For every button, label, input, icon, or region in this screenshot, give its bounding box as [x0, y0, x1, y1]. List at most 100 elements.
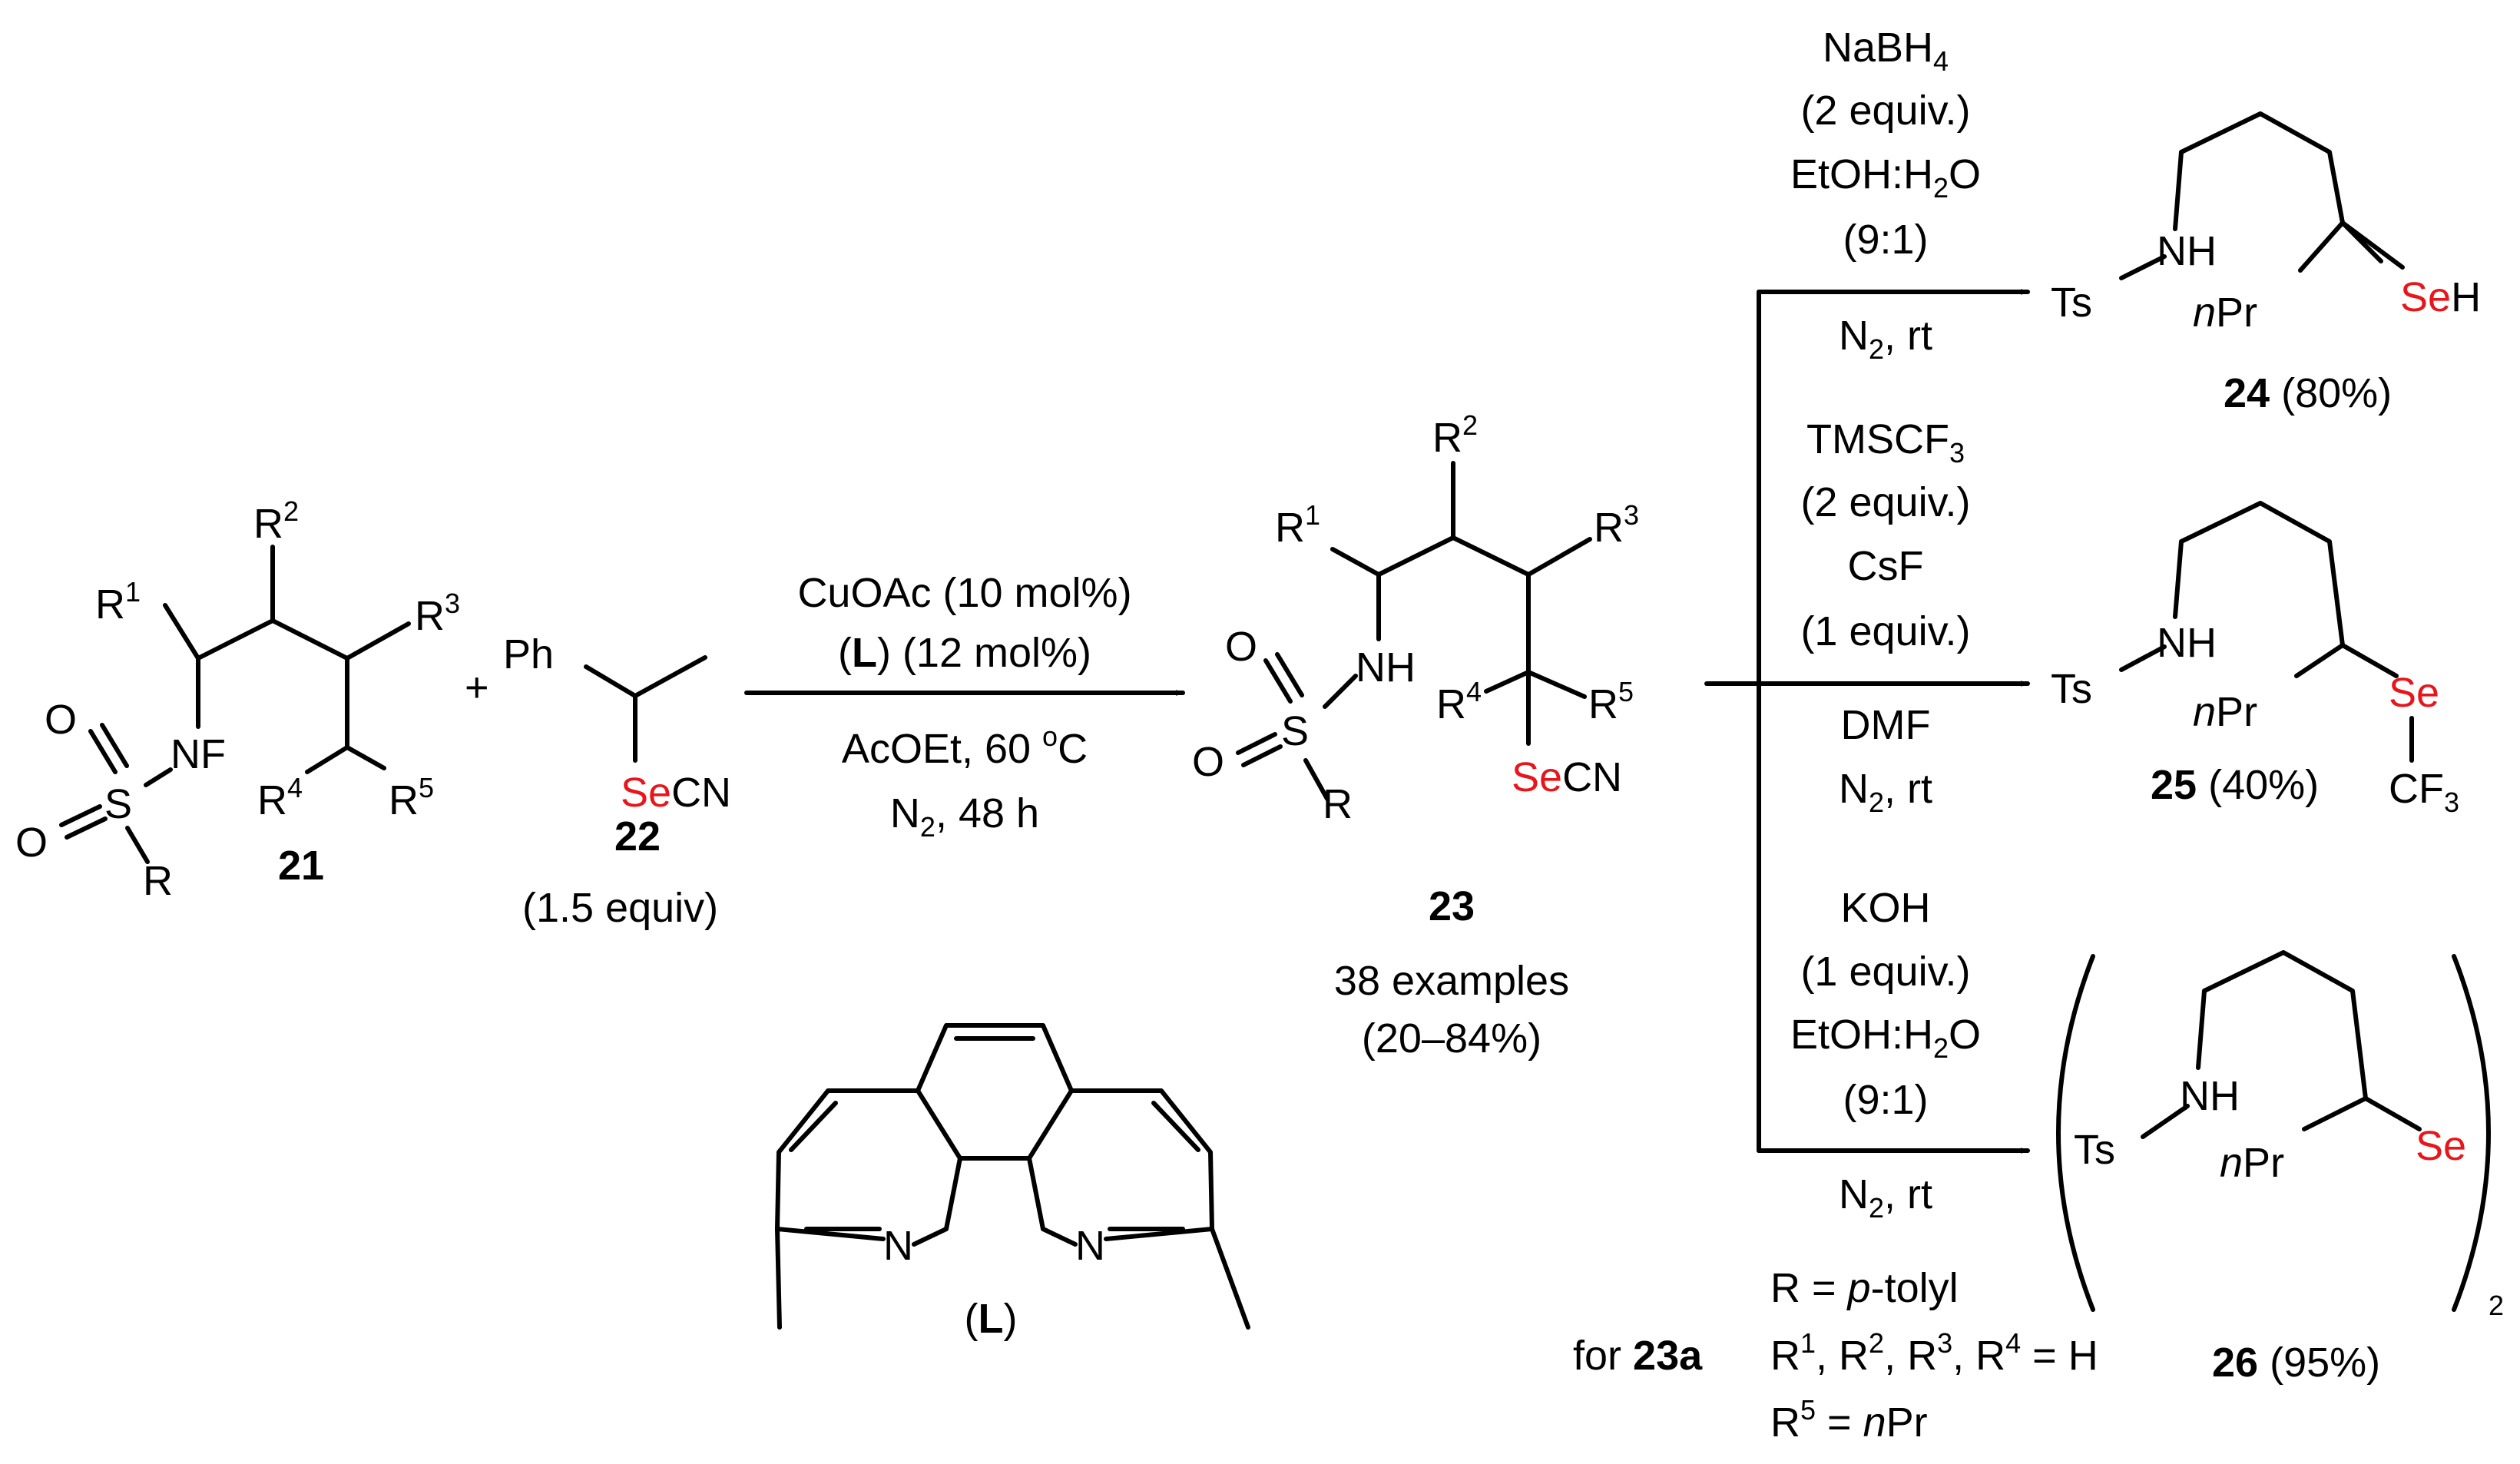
compound-25-c-se-bond	[2340, 643, 2399, 678]
compound-21-so-left-double	[59, 804, 108, 840]
compound-23-sr-bond	[1303, 758, 1330, 801]
compound-23-examples: 38 examples	[1334, 958, 1569, 1004]
compound-26-se: Se	[2416, 1123, 2466, 1169]
compound-21-ns-bond	[144, 767, 173, 787]
compound-25-skeleton	[2173, 501, 2345, 678]
conditions-26-equiv: (1 equiv.)	[1800, 949, 1970, 995]
compound-21-r5: R5	[389, 772, 434, 823]
compound-22-secn: SeCN	[621, 770, 731, 816]
conditions-25-solvent: DMF	[1841, 702, 1931, 748]
compound-23-r4-bond	[1484, 670, 1531, 694]
compound-26-dimer-subscript: 2	[2489, 1290, 2504, 1321]
compound-24-ts-n-bond	[2119, 254, 2167, 280]
conditions-25-additive: CsF	[1848, 543, 1924, 589]
compound-21-label: 21	[278, 843, 324, 889]
ligand-L-skeleton	[775, 1023, 1214, 1231]
conditions-25-atmosphere: N2, rt	[1839, 766, 1932, 818]
compound-24-label: 24 (80%)	[2224, 370, 2392, 416]
compound-23-r5-bond	[1526, 670, 1587, 699]
compound-21-so-top-double	[88, 723, 129, 774]
plus-sign: +	[465, 664, 489, 710]
compound-26-npr: nPr	[2220, 1140, 2284, 1186]
ligand-L-double-bonds	[789, 1036, 1200, 1231]
compound-21-r4: R4	[257, 772, 303, 823]
compound-21-o-top: O	[45, 697, 77, 743]
compound-21-nf: NF	[171, 731, 226, 777]
conditions-26-reagent: KOH	[1840, 885, 1930, 931]
compound-23-r: R	[1323, 781, 1353, 827]
compound-21-s: S	[104, 781, 132, 827]
conditions-26-ratio: (9:1)	[1843, 1077, 1928, 1123]
conditions-1-catalyst: CuOAc (10 mol%)	[797, 570, 1131, 616]
conditions-26-solvent: EtOH:H2O	[1790, 1012, 1981, 1064]
conditions-25-equiv: (2 equiv.)	[1800, 479, 1970, 525]
ligand-L-n-left: N	[883, 1223, 913, 1269]
compound-24-npr: nPr	[2193, 290, 2257, 336]
compound-26-nh: NH	[2180, 1073, 2240, 1119]
compound-22: Ph SeCN 22 (1.5 equiv)	[503, 631, 731, 931]
compound-26-ts: Ts	[2074, 1127, 2115, 1173]
compound-25-ts-n-bond	[2119, 644, 2167, 672]
compound-25-nh: NH	[2157, 620, 2217, 666]
conditions-1-atmosphere-time: N2, 48 h	[890, 790, 1039, 843]
compound-22-label: 22	[614, 813, 661, 860]
compound-23-r2: R2	[1432, 409, 1478, 461]
conditions-24-atmosphere: N2, rt	[1839, 313, 1932, 365]
conditions-24-equiv: (2 equiv.)	[1800, 88, 1970, 134]
compound-25-cf3: CF3	[2389, 766, 2459, 818]
footnote-r5: R5 = nPr	[1770, 1394, 1928, 1446]
compound-23-r1: R1	[1275, 499, 1320, 551]
ligand-L-label: (L)	[965, 1296, 1018, 1342]
compound-23-r3: R3	[1594, 499, 1639, 551]
ligand-L-inner-rings	[916, 1088, 1074, 1231]
compound-24-c-se-bond	[2340, 220, 2405, 270]
compound-26-c-se-bond	[2363, 1096, 2422, 1131]
compound-25: Ts NH nPr Se CF3 25 (40%)	[2051, 501, 2459, 818]
compound-23-o-left: O	[1192, 739, 1224, 785]
compound-24-nh: NH	[2157, 228, 2217, 274]
compound-21-r2: R2	[253, 495, 299, 547]
compound-23-yield-range: (20–84%)	[1362, 1015, 1541, 1062]
compound-25-se: Se	[2389, 670, 2439, 716]
compound-23-ns-bond	[1323, 674, 1358, 709]
compound-26-bracket-right	[2452, 954, 2491, 1312]
compound-24-seh: SeH	[2400, 274, 2481, 320]
compound-23-label: 23	[1429, 883, 1475, 929]
conditions-24-ratio: (9:1)	[1843, 217, 1928, 263]
compound-24: Ts NH nPr SeH 24 (80%)	[2051, 111, 2481, 416]
footnote-r1-r4: R1, R2, R3, R4 = H	[1770, 1327, 2098, 1379]
compound-23-r5: R5	[1588, 676, 1634, 727]
compound-21-skeleton	[163, 603, 386, 770]
footnote-for-23a: for 23a	[1573, 1333, 1703, 1379]
compound-26-skeleton	[2196, 950, 2368, 1131]
compound-23-o-top: O	[1225, 624, 1257, 670]
compound-21-c2-bond	[345, 621, 411, 661]
footnote-r-definition: R = p-tolyl	[1770, 1265, 1959, 1311]
compound-25-ts: Ts	[2051, 666, 2092, 712]
compound-23-s: S	[1281, 708, 1309, 754]
conditions-26-atmosphere: N2, rt	[1839, 1171, 1932, 1224]
conditions-25-additive-equiv: (1 equiv.)	[1800, 608, 1970, 654]
compound-26-bracket-left	[2056, 954, 2095, 1312]
ligand-L-methyl-right	[1210, 1227, 1250, 1330]
footnote: R = p-tolyl for 23a R1, R2, R3, R4 = H R…	[1573, 1265, 2098, 1446]
compound-21-o-left: O	[15, 820, 48, 866]
compound-23-so-top-double	[1263, 652, 1304, 704]
ligand-L-methyl-left	[775, 1227, 782, 1330]
compound-21-r3: R3	[415, 588, 460, 639]
compound-23: R1 R2 R3 R4 R5 NH O O S R SeCN 23 38 exa…	[1192, 409, 1639, 1062]
compound-22-ph: Ph	[503, 631, 554, 677]
compound-21: R1 R2 R3 R4 R5 NF O O S R 21	[15, 495, 460, 904]
compound-23-nh: NH	[1356, 644, 1416, 691]
compound-21-r1: R1	[95, 576, 141, 628]
conditions-24-reagent: NaBH4	[1823, 25, 1949, 77]
compound-25-label: 25 (40%)	[2151, 762, 2319, 808]
compound-24-ts: Ts	[2051, 280, 2092, 326]
conditions-25-reagent: TMSCF3	[1806, 416, 1965, 469]
compound-23-secn: SeCN	[1512, 754, 1622, 800]
compound-23-so-left-double	[1236, 732, 1283, 767]
conditions-25: TMSCF3 (2 equiv.) CsF (1 equiv.) DMF N2,…	[1800, 416, 1970, 818]
conditions-26: KOH (1 equiv.) EtOH:H2O (9:1) N2, rt	[1790, 885, 1981, 1224]
compound-21-c5-bond	[305, 745, 349, 774]
